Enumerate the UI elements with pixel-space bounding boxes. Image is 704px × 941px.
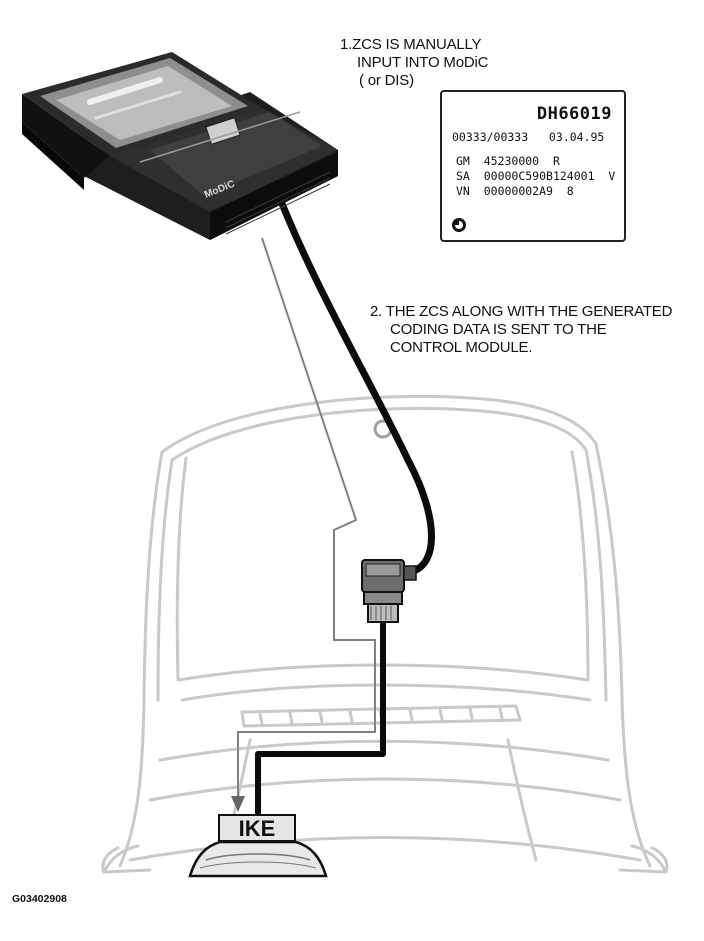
ike-module-label: IKE [218,814,296,842]
zcs-row-gm: GM 45230000 R [456,154,560,168]
connector-plug [361,559,417,623]
figure-id: G03402908 [12,893,67,905]
step1-line2: INPUT INTO MoDiC [357,54,489,71]
step2-text: 2. THE ZCS ALONG WITH THE GENERATED CODI… [370,303,700,357]
step2-line2: CODING DATA IS SENT TO THE [390,321,607,338]
data-path-line [237,237,376,798]
zcs-card-id: DH66019 [536,104,612,124]
zcs-row-value: 00000C590B124001 V [483,169,616,183]
zcs-row-sa: SA 00000C590B124001 V [456,169,615,183]
arrow-down-icon [231,796,245,812]
modic-device: MoDiC [22,52,338,240]
zcs-row-label: GM [456,154,470,168]
step2-line1: 2. THE ZCS ALONG WITH THE GENERATED [370,303,673,320]
step1-line1: 1.ZCS IS MANUALLY [340,36,482,53]
step1-text: 1.ZCS IS MANUALLY INPUT INTO MoDiC ( or … [340,36,560,90]
diagnostic-cable [255,174,435,819]
zcs-data-card: DH66019 00333/00333 03.04.95 GM 45230000… [440,90,626,242]
zcs-card-header-line: 00333/00333 03.04.95 [452,130,605,144]
zcs-row-vn: VN 00000002A9 8 [456,184,574,198]
step2-line3: CONTROL MODULE. [390,339,533,356]
step1-line3: ( or DIS) [359,72,414,89]
ike-cluster [188,840,328,878]
zcs-row-label: SA [456,169,470,183]
zcs-row-value: 45230000 R [483,154,560,168]
zcs-row-value: 00000002A9 8 [483,184,574,198]
zcs-row-label: VN [456,184,470,198]
bmw-roundel-icon [452,218,466,232]
